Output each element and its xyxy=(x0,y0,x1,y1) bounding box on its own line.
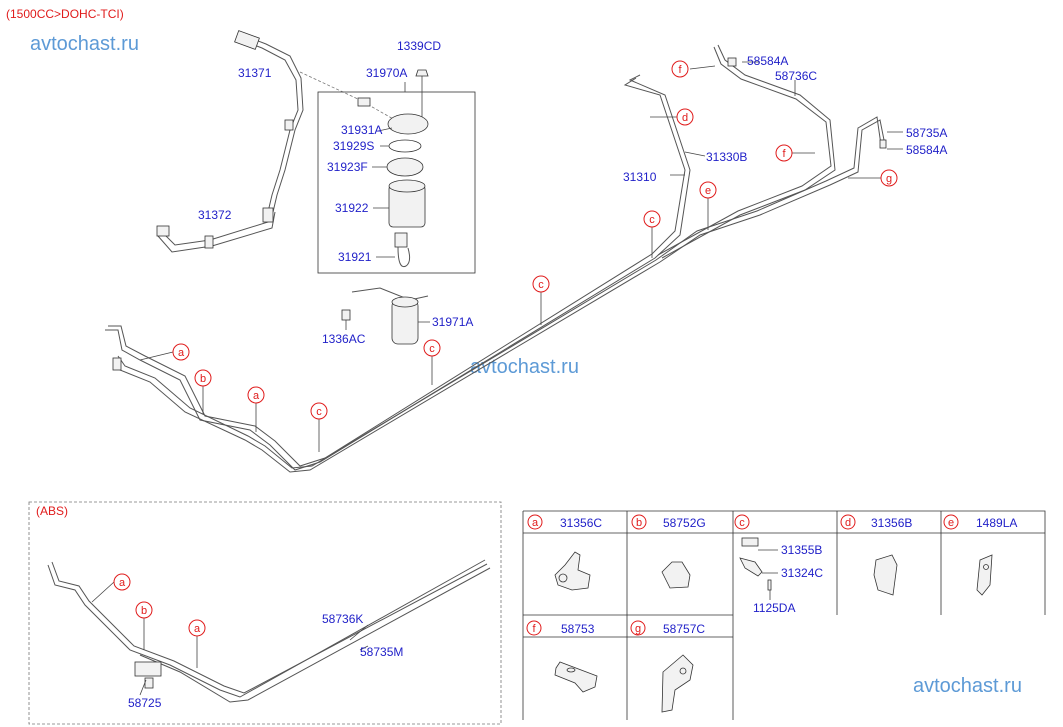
abs-title: (ABS) xyxy=(36,504,68,518)
part-label: 58736K xyxy=(322,612,363,626)
label-text: f xyxy=(532,623,536,635)
callout-d: d xyxy=(676,108,694,126)
part-label: 31371 xyxy=(238,66,272,80)
callout-c: c xyxy=(423,339,441,357)
label-text: d xyxy=(845,517,851,529)
fuel-lines-main xyxy=(105,44,887,473)
label-text: a xyxy=(194,623,201,635)
part-label: 58735M xyxy=(360,645,403,659)
label-text: e xyxy=(705,185,711,197)
part-label: 31310 xyxy=(623,170,657,184)
part-labels: 31371 1339CD 31970A 31931A 31929S 31923F… xyxy=(198,39,947,346)
callout-f: f xyxy=(775,144,793,162)
callout-b: b xyxy=(135,601,153,619)
label-text: 58757C xyxy=(663,622,705,636)
fuel-hose-31372 xyxy=(156,207,276,253)
label-text: d xyxy=(682,112,688,124)
label-text: c xyxy=(649,214,655,226)
part-label: 31330B xyxy=(706,150,747,164)
label-text: a xyxy=(119,577,126,589)
callout-e: e xyxy=(699,181,717,199)
label-text: a xyxy=(532,517,539,529)
fuel-hose-31371 xyxy=(234,30,304,213)
label-text: b xyxy=(141,605,147,617)
label-text: a xyxy=(253,390,260,402)
part-label: 31372 xyxy=(198,208,232,222)
part-label: 31923F xyxy=(327,160,368,174)
part-label: 31929S xyxy=(333,139,374,153)
legend-cell-d: d 31356B xyxy=(840,514,912,596)
watermark: avtochast.ru xyxy=(913,675,1022,697)
fuel-filter-31971A xyxy=(341,287,430,345)
fuel-filter-parts xyxy=(357,69,429,268)
part-label: 31970A xyxy=(366,66,407,80)
callout-c: c xyxy=(643,210,661,228)
part-label: 58735A xyxy=(906,126,947,140)
legend-cell-c: c 31355B 31324C 1125DA xyxy=(734,514,823,615)
part-label: 58584A xyxy=(906,143,947,157)
fuel-filter-assembly-box xyxy=(317,91,476,274)
abs-callouts: a b a xyxy=(113,573,206,637)
label-text: c xyxy=(316,406,322,418)
label-text: 1125DA xyxy=(753,601,795,615)
part-label: 31931A xyxy=(341,123,382,137)
watermark: avtochast.ru xyxy=(30,33,139,55)
fuel-lines-abs xyxy=(47,559,491,703)
label-text: 1489LA xyxy=(976,516,1017,530)
label-text: f xyxy=(782,148,786,160)
watermark: avtochast.ru xyxy=(470,356,579,378)
part-label: 31971A xyxy=(432,315,473,329)
legend-cell-b: b 58752G xyxy=(631,514,706,589)
label-text: b xyxy=(200,373,206,385)
label-text: g xyxy=(635,623,641,635)
legend-cell-e: e 1489LA xyxy=(943,514,1017,596)
label-text: 31324C xyxy=(781,566,823,580)
label-text: 31356B xyxy=(871,516,912,530)
label-text: 31355B xyxy=(781,543,822,557)
part-label: 58736C xyxy=(775,69,817,83)
callout-c: c xyxy=(310,402,328,420)
callout-a: a xyxy=(172,343,190,361)
label-text: 58752G xyxy=(663,516,706,530)
part-label: 58725 xyxy=(128,696,162,710)
label-text: a xyxy=(178,347,185,359)
part-label: 58584A xyxy=(747,54,788,68)
part-label: 1339CD xyxy=(397,39,441,53)
callout-c: c xyxy=(532,275,550,293)
callout-a: a xyxy=(113,573,131,591)
callouts: a b a c c c c d e f f g xyxy=(172,60,898,420)
callout-a: a xyxy=(247,386,265,404)
label-text: f xyxy=(678,64,682,76)
label-text: c xyxy=(429,343,435,355)
label-text: g xyxy=(886,173,892,185)
abs-section-box xyxy=(28,501,502,725)
part-label: 1336AC xyxy=(322,332,366,346)
part-label: 31921 xyxy=(338,250,372,264)
variant-title: (1500CC>DOHC-TCI) xyxy=(6,7,124,21)
legend-cell-f: f 58753 xyxy=(526,620,598,693)
callout-a: a xyxy=(188,619,206,637)
label-text: e xyxy=(948,517,954,529)
legend-cell-a: a 31356C xyxy=(527,514,602,591)
legend-cell-g: g 58757C xyxy=(630,620,705,713)
label-text: 58753 xyxy=(561,622,595,636)
label-text: c xyxy=(538,279,544,291)
label-text: c xyxy=(739,517,745,529)
callout-g: g xyxy=(880,169,898,187)
label-text: 31356C xyxy=(560,516,602,530)
clip-legend-table: a 31356C b 58752G c 31355B 31324C 1125DA d… xyxy=(522,510,1046,720)
callout-f: f xyxy=(671,60,689,78)
label-text: b xyxy=(636,517,642,529)
part-label: 31922 xyxy=(335,201,369,215)
callout-b: b xyxy=(194,369,212,387)
